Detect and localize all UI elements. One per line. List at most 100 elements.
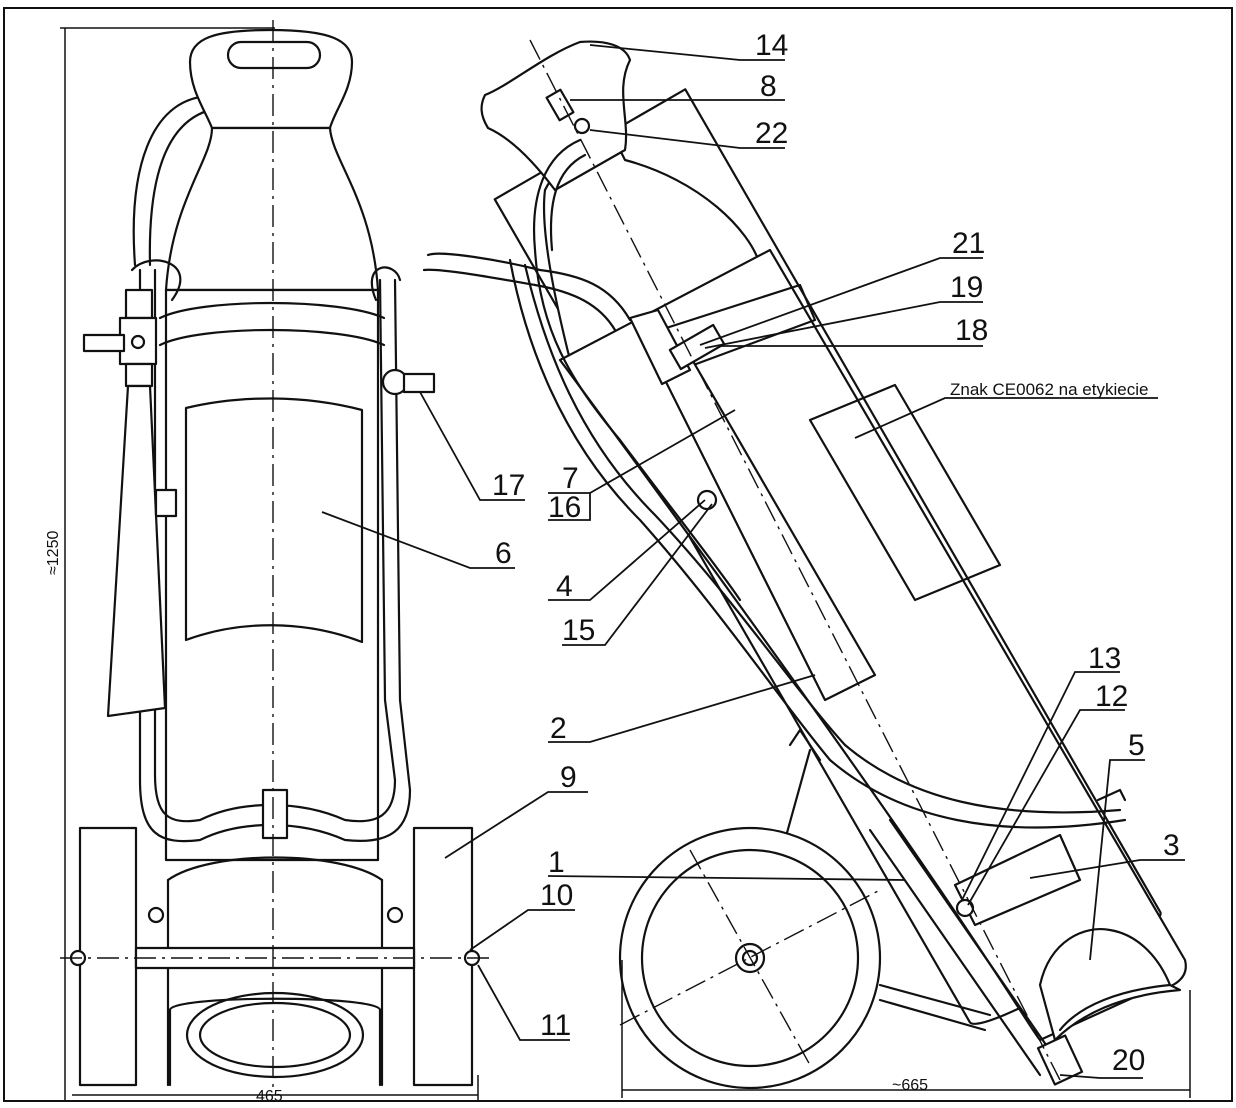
cylinder-base-top [166, 856, 384, 882]
leader-21 [699, 257, 983, 346]
cylinder-label-panel [184, 397, 364, 644]
side-valve-pin [573, 117, 591, 135]
side-frame-rail-outer [508, 258, 1127, 829]
leader-9 [444, 791, 588, 859]
drawing-frame [3, 7, 1233, 1102]
callout-20: 20 [1112, 1044, 1145, 1077]
leader-20 [1059, 1074, 1143, 1079]
callout-22: 22 [755, 117, 788, 150]
base-stand [168, 997, 382, 1087]
horn-clip [154, 488, 178, 518]
leader-2 [548, 674, 816, 743]
leader-19 [704, 301, 983, 349]
cylinder-body [164, 288, 380, 862]
side-hook [1096, 788, 1127, 802]
callout-13: 13 [1088, 642, 1121, 675]
left-mount-bolt [147, 906, 165, 924]
callout-18: 18 [955, 314, 988, 347]
leader-11 [477, 964, 570, 1041]
side-cylinder-band [658, 283, 817, 372]
callout-17: 17 [492, 469, 525, 502]
front-width-dimension-label: 465 [256, 1088, 283, 1103]
hose-upper [132, 94, 210, 267]
left-wheel [78, 826, 138, 1087]
leader-10 [469, 909, 575, 951]
side-frame-handle-top [426, 252, 632, 322]
side-wheel-rim [640, 848, 860, 1068]
height-dimension-label: ≈1250 [45, 531, 62, 575]
callout-7: 7 [562, 462, 579, 495]
side-hose-inner [549, 153, 587, 252]
leader-22 [589, 129, 785, 149]
side-label-panel [808, 383, 1002, 602]
callout-19: 19 [950, 271, 983, 304]
callout-2: 2 [550, 712, 567, 745]
callout-12: 12 [1095, 680, 1128, 713]
callout-8: 8 [760, 70, 777, 103]
callout-6: 6 [495, 537, 512, 570]
callout-9: 9 [560, 761, 577, 794]
callout-5: 5 [1128, 729, 1145, 762]
side-base-cup [1038, 928, 1182, 1042]
leader-12 [967, 709, 1125, 906]
side-centerline-wheel-b [689, 849, 811, 1066]
callout-11: 11 [540, 1009, 571, 1042]
callout-leaders [321, 44, 1185, 1079]
side-base-rim [1058, 983, 1172, 1032]
leader-ce-label [854, 397, 1158, 439]
callout-16: 16 [548, 491, 581, 524]
side-horn-bracket [668, 323, 726, 371]
valve-lever [82, 333, 126, 353]
cylinder-band [158, 301, 386, 347]
leader-4 [548, 499, 706, 601]
callout-14: 14 [755, 29, 788, 62]
leader-14 [589, 44, 785, 61]
base-ring-outer [185, 991, 365, 1079]
leader-17 [419, 391, 525, 501]
leader-16 [548, 492, 591, 521]
callout-labels: 14 8 22 21 19 18 Znak CE0062 na etykieci… [492, 29, 1180, 1077]
side-frame-strut [783, 728, 822, 842]
frame-hoop-right [370, 266, 402, 302]
side-frame-brace [878, 983, 992, 1032]
leader-6 [321, 511, 515, 569]
side-centerline-wheel-a [619, 889, 881, 1026]
valve-lower [124, 362, 154, 388]
side-handle [402, 372, 436, 394]
side-centerline-cylinder [529, 39, 1061, 1081]
right-wheel [412, 826, 474, 1087]
side-frame-rail-inner [523, 263, 1122, 814]
leader-13 [961, 671, 1120, 901]
hose-fitting [124, 288, 154, 320]
callout-4: 4 [556, 570, 573, 603]
side-foot [1036, 1034, 1084, 1086]
hose-upper-inner [148, 106, 222, 267]
side-horn-clamp [696, 489, 718, 511]
discharge-horn [106, 384, 167, 718]
valve-knob-icon [130, 334, 146, 350]
callout-10: 10 [540, 879, 573, 912]
leader-3 [1029, 859, 1185, 879]
cylinder-shoulder [164, 126, 380, 292]
callout-21: 21 [952, 227, 985, 260]
frame-hoop-left [130, 259, 182, 302]
side-frame-leg [868, 818, 1062, 1077]
side-frame-handle-bottom [422, 268, 617, 332]
front-view: ≈1250 [45, 20, 490, 1105]
frame-clamp [261, 788, 289, 840]
leader-5 [1089, 759, 1145, 961]
leader-7 [589, 409, 736, 494]
callout-3: 3 [1163, 829, 1180, 862]
callout-15: 15 [562, 614, 595, 647]
leader-1 [547, 875, 906, 881]
cylinder-handle-cap [188, 28, 354, 130]
right-mount-bolt [386, 906, 404, 924]
ce-mark-annotation: Znak CE0062 na etykiecie [950, 380, 1148, 399]
side-bracket-bolt [955, 898, 975, 918]
base-ring-inner [198, 1001, 352, 1069]
handle-grip-slot [226, 40, 322, 70]
side-hose [533, 138, 742, 602]
side-view: ~665 [422, 39, 1191, 1098]
